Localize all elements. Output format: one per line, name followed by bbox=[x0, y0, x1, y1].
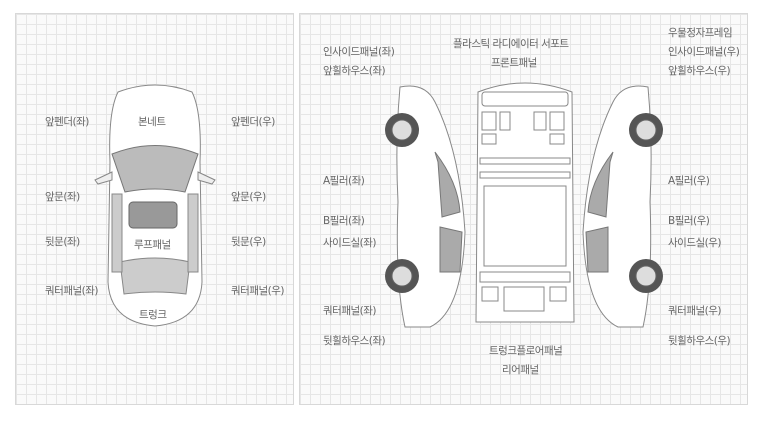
label-rear-door-left: 뒷문(좌) bbox=[45, 236, 80, 248]
label-radiator-support: 플라스틱 라디에이터 서포트 bbox=[453, 38, 569, 50]
label-side-sill-left: 사이드실(좌) bbox=[323, 237, 377, 249]
label-front-door-left: 앞문(좌) bbox=[45, 191, 80, 203]
label-inside-panel-right: 인사이드패널(우) bbox=[668, 46, 740, 58]
label-front-fender-left: 앞펜더(좌) bbox=[45, 116, 89, 128]
label-b-pillar-left: B필러(좌) bbox=[323, 215, 365, 227]
label-front-panel: 프론트패널 bbox=[491, 57, 537, 69]
label-rear-door-right: 뒷문(우) bbox=[231, 236, 266, 248]
label-trunk: 트렁크 bbox=[139, 309, 167, 321]
label-a-pillar-right: A필러(우) bbox=[668, 175, 710, 187]
label-quarter-panel-right: 쿼터패널(우) bbox=[231, 285, 285, 297]
label-side-sill-right: 사이드실(우) bbox=[668, 237, 722, 249]
car-underbody-frame-diagram bbox=[475, 82, 575, 323]
label-quarter-panel-right-frame: 쿼터패널(우) bbox=[668, 305, 722, 317]
label-quarter-panel-left: 쿼터패널(좌) bbox=[45, 285, 99, 297]
label-roof-panel: 루프패널 bbox=[134, 239, 171, 251]
car-right-side-diagram bbox=[582, 85, 663, 328]
car-top-view-diagram bbox=[94, 84, 216, 327]
label-trunk-floor-panel: 트렁크플로어패널 bbox=[489, 345, 563, 357]
label-front-wheel-house-right: 앞휠하우스(우) bbox=[668, 65, 731, 77]
label-b-pillar-right: B필러(우) bbox=[668, 215, 710, 227]
label-rear-wheel-house-right: 뒷휠하우스(우) bbox=[668, 335, 731, 347]
label-rear-panel: 리어패널 bbox=[502, 364, 539, 376]
label-front-fender-right: 앞펜더(우) bbox=[231, 116, 275, 128]
label-cross-frame: 우물정자프레임 bbox=[668, 27, 733, 39]
label-inside-panel-left: 인사이드패널(좌) bbox=[323, 46, 395, 58]
label-front-wheel-house-left: 앞휠하우스(좌) bbox=[323, 65, 386, 77]
label-front-door-right: 앞문(우) bbox=[231, 191, 266, 203]
label-hood: 본네트 bbox=[138, 116, 166, 128]
label-a-pillar-left: A필러(좌) bbox=[323, 175, 365, 187]
label-quarter-panel-left-frame: 쿼터패널(좌) bbox=[323, 305, 377, 317]
car-left-side-diagram bbox=[385, 85, 466, 328]
label-rear-wheel-house-left: 뒷휠하우스(좌) bbox=[323, 335, 386, 347]
